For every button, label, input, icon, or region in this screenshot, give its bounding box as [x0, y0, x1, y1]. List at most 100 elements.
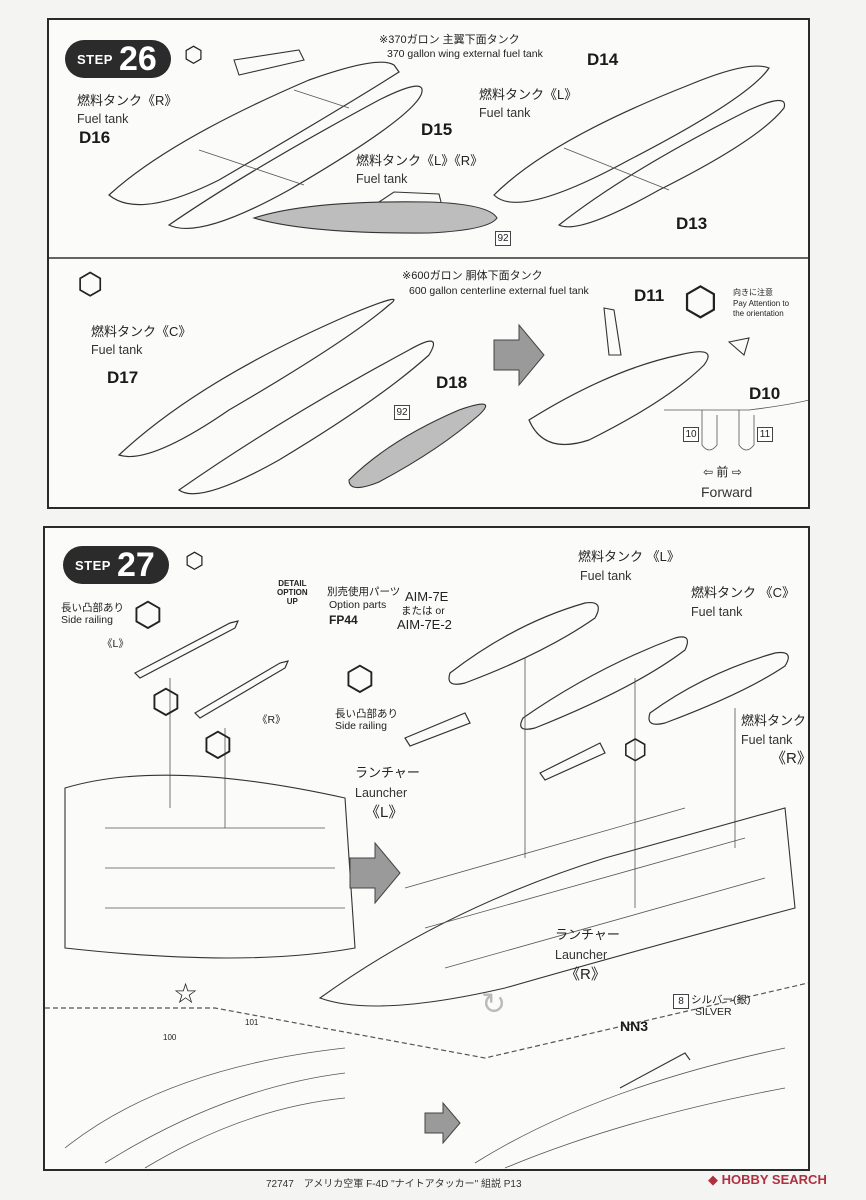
note-600: ※600ガロン 胴体下面タンク — [402, 270, 543, 282]
either-side-icon: ⬡ — [184, 42, 204, 67]
part-d18: D18 — [436, 373, 468, 392]
aircraft-left — [64, 774, 356, 959]
part-d10: D10 — [749, 384, 781, 403]
step-26-badge: STEP 26 — [65, 40, 171, 78]
attention-jp: 向きに注意 — [733, 288, 773, 297]
assembly-arrow — [493, 323, 545, 387]
tank-d13-half — [557, 99, 786, 228]
fuel-l-en: Fuel tank — [580, 569, 632, 583]
tank-r-en: Fuel tank — [77, 112, 129, 126]
assembly-arrow-2 — [349, 841, 401, 905]
launcher-r-jp: ランチャー — [555, 927, 620, 942]
tank-assembled-centerline — [528, 351, 709, 446]
step-26-illustration — [49, 49, 808, 495]
aim-or: または or — [401, 605, 445, 617]
tank-d14-half — [493, 65, 770, 203]
detail-up-badge: DETAIL OPTION UP — [277, 579, 308, 606]
tank-c-en: Fuel tank — [91, 343, 143, 357]
fuel-tank-c — [520, 636, 688, 730]
note-600-en: 600 gallon centerline external fuel tank — [409, 285, 589, 297]
warning-icon-2: ⬡ — [345, 660, 375, 698]
part-d14: D14 — [587, 50, 619, 69]
rotate-icon: ↻ — [481, 988, 507, 1021]
forward-jp: ⇦ 前 ⇨ — [703, 465, 742, 479]
launcher-r — [539, 742, 606, 781]
either-side-icon-2: ⬡ — [77, 268, 104, 301]
tank-lr-jp: 燃料タンク《L》《R》 — [356, 153, 484, 168]
footer-text: 72747 アメリカ空軍 F-4D "ナイトアタッカー" 組説 P13 — [266, 1179, 522, 1190]
launcher-r-en: Launcher — [555, 948, 608, 962]
note-370-en: 370 gallon wing external fuel tank — [387, 48, 543, 60]
slot-10: 10 — [683, 427, 699, 442]
fuel-tank-l — [448, 601, 599, 685]
tank-c-jp: 燃料タンク《C》 — [91, 324, 192, 339]
attention-icon: ⬡ — [683, 280, 718, 324]
fuel-r-tag: 《R》 — [771, 750, 812, 767]
star-marking-icon: ☆ — [173, 978, 199, 1009]
launcher-l — [404, 712, 471, 747]
side-rail2-en: Side railing — [335, 720, 387, 732]
tank-rail — [233, 49, 305, 76]
part-nn3-antenna — [619, 1052, 691, 1089]
decal-101: 101 — [245, 1018, 259, 1027]
step-27-badge: STEP 27 — [63, 546, 169, 584]
tank-centerline-gray — [348, 403, 487, 489]
detail-line-3: UP — [286, 596, 298, 606]
launcher-r-tag: 《R》 — [565, 966, 606, 983]
silver-en: SILVER — [695, 1006, 732, 1018]
tank-lr-en: Fuel tank — [356, 172, 408, 186]
step-number-27: 27 — [116, 546, 155, 584]
fuel-tank-r — [648, 651, 789, 725]
silver-num: 8 — [673, 994, 689, 1009]
part-d11: D11 — [634, 286, 665, 305]
either-side-icon-a: ⬡ — [151, 683, 181, 721]
hobby-search-logo: ◆ HOBBY SEARCH — [708, 1172, 827, 1187]
launcher-l-jp: ランチャー — [355, 765, 420, 780]
decal-100: 100 — [163, 1033, 177, 1042]
attention-en1: Pay Attention to — [733, 299, 790, 308]
tank-d18-half — [177, 340, 434, 495]
fuel-r-en: Fuel tank — [741, 733, 793, 747]
forward-en: Forward — [701, 484, 753, 500]
option-en: Option parts — [329, 599, 387, 611]
tank-l-jp: 燃料タンク《L》 — [479, 87, 578, 102]
fuel-r-jp: 燃料タンク — [741, 713, 807, 728]
part-d15: D15 — [421, 120, 453, 139]
missile-l — [133, 620, 240, 679]
detail-line-1: DETAIL — [278, 579, 307, 588]
tank-d16-half — [108, 61, 400, 206]
part-d17: D17 — [107, 368, 139, 387]
aircraft-right — [318, 807, 796, 1007]
tank-d17-half — [117, 298, 395, 458]
step-27-illustration — [45, 601, 808, 1169]
either-side-icon-27: ⬡ — [185, 548, 205, 573]
silver-jp: シルバー(銀) — [691, 994, 751, 1006]
tank-assembled-gray — [252, 201, 498, 234]
launcher-l-tag: 《L》 — [365, 804, 404, 821]
step-27-panel: STEP 27 ⬡ 長い凸部あり Side railing ⬡ 《L》 《R》 … — [43, 526, 812, 1171]
label-r: 《R》 — [257, 714, 286, 726]
option-part: FP44 — [329, 613, 358, 627]
tank-r-jp: 燃料タンク《R》 — [77, 93, 178, 108]
part-nn3: NN3 — [620, 1018, 649, 1034]
color-92b: 92 — [394, 405, 410, 420]
step-label: STEP — [77, 51, 113, 67]
tank-l-en: Fuel tank — [479, 106, 531, 120]
either-side-icon-c: ⬡ — [623, 734, 648, 765]
side-rail-jp: 長い凸部あり — [61, 602, 124, 614]
aim-2: AIM-7E-2 — [397, 617, 452, 632]
tank-d15-half — [167, 85, 423, 230]
step-number: 26 — [118, 40, 157, 78]
fuel-c-en: Fuel tank — [691, 605, 743, 619]
side-rail2-jp: 長い凸部あり — [335, 708, 398, 720]
side-rail-en: Side railing — [61, 614, 113, 626]
warning-icon: ⬡ — [133, 596, 163, 634]
aim-1: AIM-7E — [405, 589, 449, 604]
missile-r — [194, 660, 290, 719]
detail-arrow — [424, 1101, 461, 1145]
part-d16: D16 — [79, 128, 111, 147]
option-jp: 別売使用パーツ — [327, 586, 401, 598]
attention-en2: the orientation — [733, 309, 784, 318]
launcher-l-en: Launcher — [355, 786, 408, 800]
note-370: ※370ガロン 主翼下面タンク — [379, 34, 520, 46]
